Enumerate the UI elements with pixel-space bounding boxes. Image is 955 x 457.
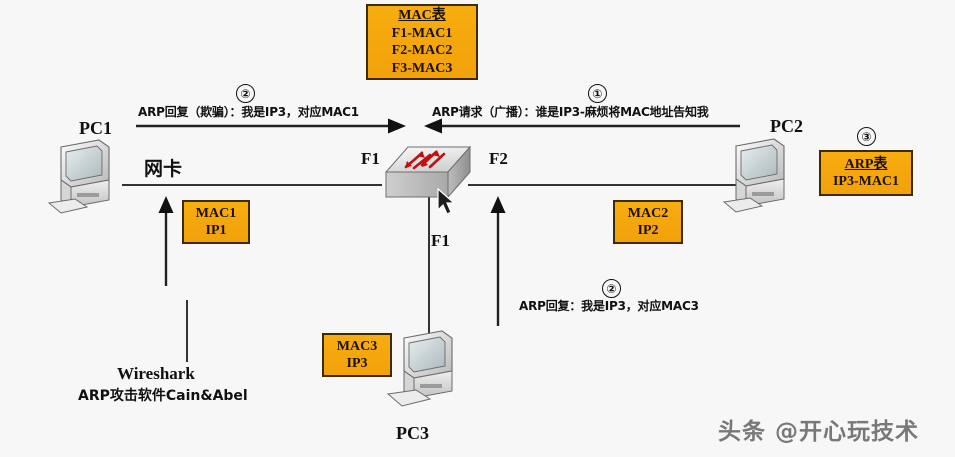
link-pc1-tools bbox=[186, 300, 188, 362]
arp-table-row-0: IP3-MAC1 bbox=[832, 174, 900, 189]
port-label-f2-right: F2 bbox=[489, 149, 508, 168]
pc3-info-box: MAC3 IP3 bbox=[322, 333, 392, 377]
step-marker-two-bottom: ② bbox=[602, 279, 621, 298]
pc3-info-row-0: MAC3 bbox=[336, 338, 378, 354]
pc2-icon bbox=[722, 138, 785, 213]
step-marker-one: ① bbox=[588, 84, 607, 103]
link-switch-pc3 bbox=[428, 190, 430, 358]
arp-table-box: ARP表 IP3-MAC1 bbox=[819, 150, 913, 196]
arp-reply-spoof-label: ARP回复（欺骗）：我是IP3，对应MAC1 bbox=[138, 105, 359, 119]
port-label-f1-bottom: F1 bbox=[431, 231, 450, 250]
port-label-f1-left: F1 bbox=[361, 149, 380, 168]
step-marker-three: ③ bbox=[857, 127, 876, 146]
pc3-info-row-1: IP3 bbox=[346, 356, 368, 371]
pc2-info-row-1: IP2 bbox=[637, 223, 659, 238]
mac-table-row-1: F2-MAC2 bbox=[391, 43, 453, 58]
switch-icon bbox=[384, 145, 472, 199]
pc1-icon bbox=[47, 139, 110, 214]
pc1-info-box: MAC1 IP1 bbox=[182, 200, 250, 244]
arp-table-header: ARP表 bbox=[844, 156, 888, 172]
arrow-arp-request-broadcast bbox=[424, 118, 740, 134]
arrow-arp-reply-spoof bbox=[136, 118, 406, 134]
pc2-info-box: MAC2 IP2 bbox=[613, 200, 683, 244]
mac-table-row-0: F1-MAC1 bbox=[391, 25, 453, 41]
mac-table-box: MAC表 F1-MAC1 F2-MAC2 F3-MAC3 bbox=[366, 4, 478, 80]
pc1-info-row-0: MAC1 bbox=[195, 205, 237, 221]
pc2-info-row-0: MAC2 bbox=[627, 205, 669, 221]
tool-label-wireshark: Wireshark bbox=[117, 364, 195, 383]
mac-table-row-2: F3-MAC3 bbox=[391, 60, 453, 76]
arrow-pc1-info bbox=[158, 196, 174, 286]
link-switch-pc2 bbox=[468, 184, 738, 186]
pc3-icon bbox=[386, 330, 453, 407]
mouse-cursor-icon bbox=[437, 187, 456, 215]
arp-reply-real-label: ARP回复：我是IP3，对应MAC3 bbox=[519, 299, 699, 313]
step-marker-two-left: ② bbox=[236, 84, 255, 103]
nic-label: 网卡 bbox=[144, 158, 183, 180]
mac-table-header: MAC表 bbox=[398, 8, 446, 23]
pc1-info-row-1: IP1 bbox=[205, 223, 227, 238]
pc1-label: PC1 bbox=[79, 118, 112, 138]
pc2-label: PC2 bbox=[770, 116, 803, 136]
arrow-arp-reply-real bbox=[490, 196, 506, 326]
pc3-label: PC3 bbox=[396, 423, 429, 443]
watermark: 头条 @开心玩技术 bbox=[718, 419, 920, 445]
arp-request-broadcast-label: ARP请求（广播）：谁是IP3-麻烦将MAC地址告知我 bbox=[432, 105, 709, 119]
tool-label-cain-abel: ARP攻击软件Cain&Abel bbox=[78, 388, 248, 404]
link-pc1-switch bbox=[122, 184, 382, 186]
